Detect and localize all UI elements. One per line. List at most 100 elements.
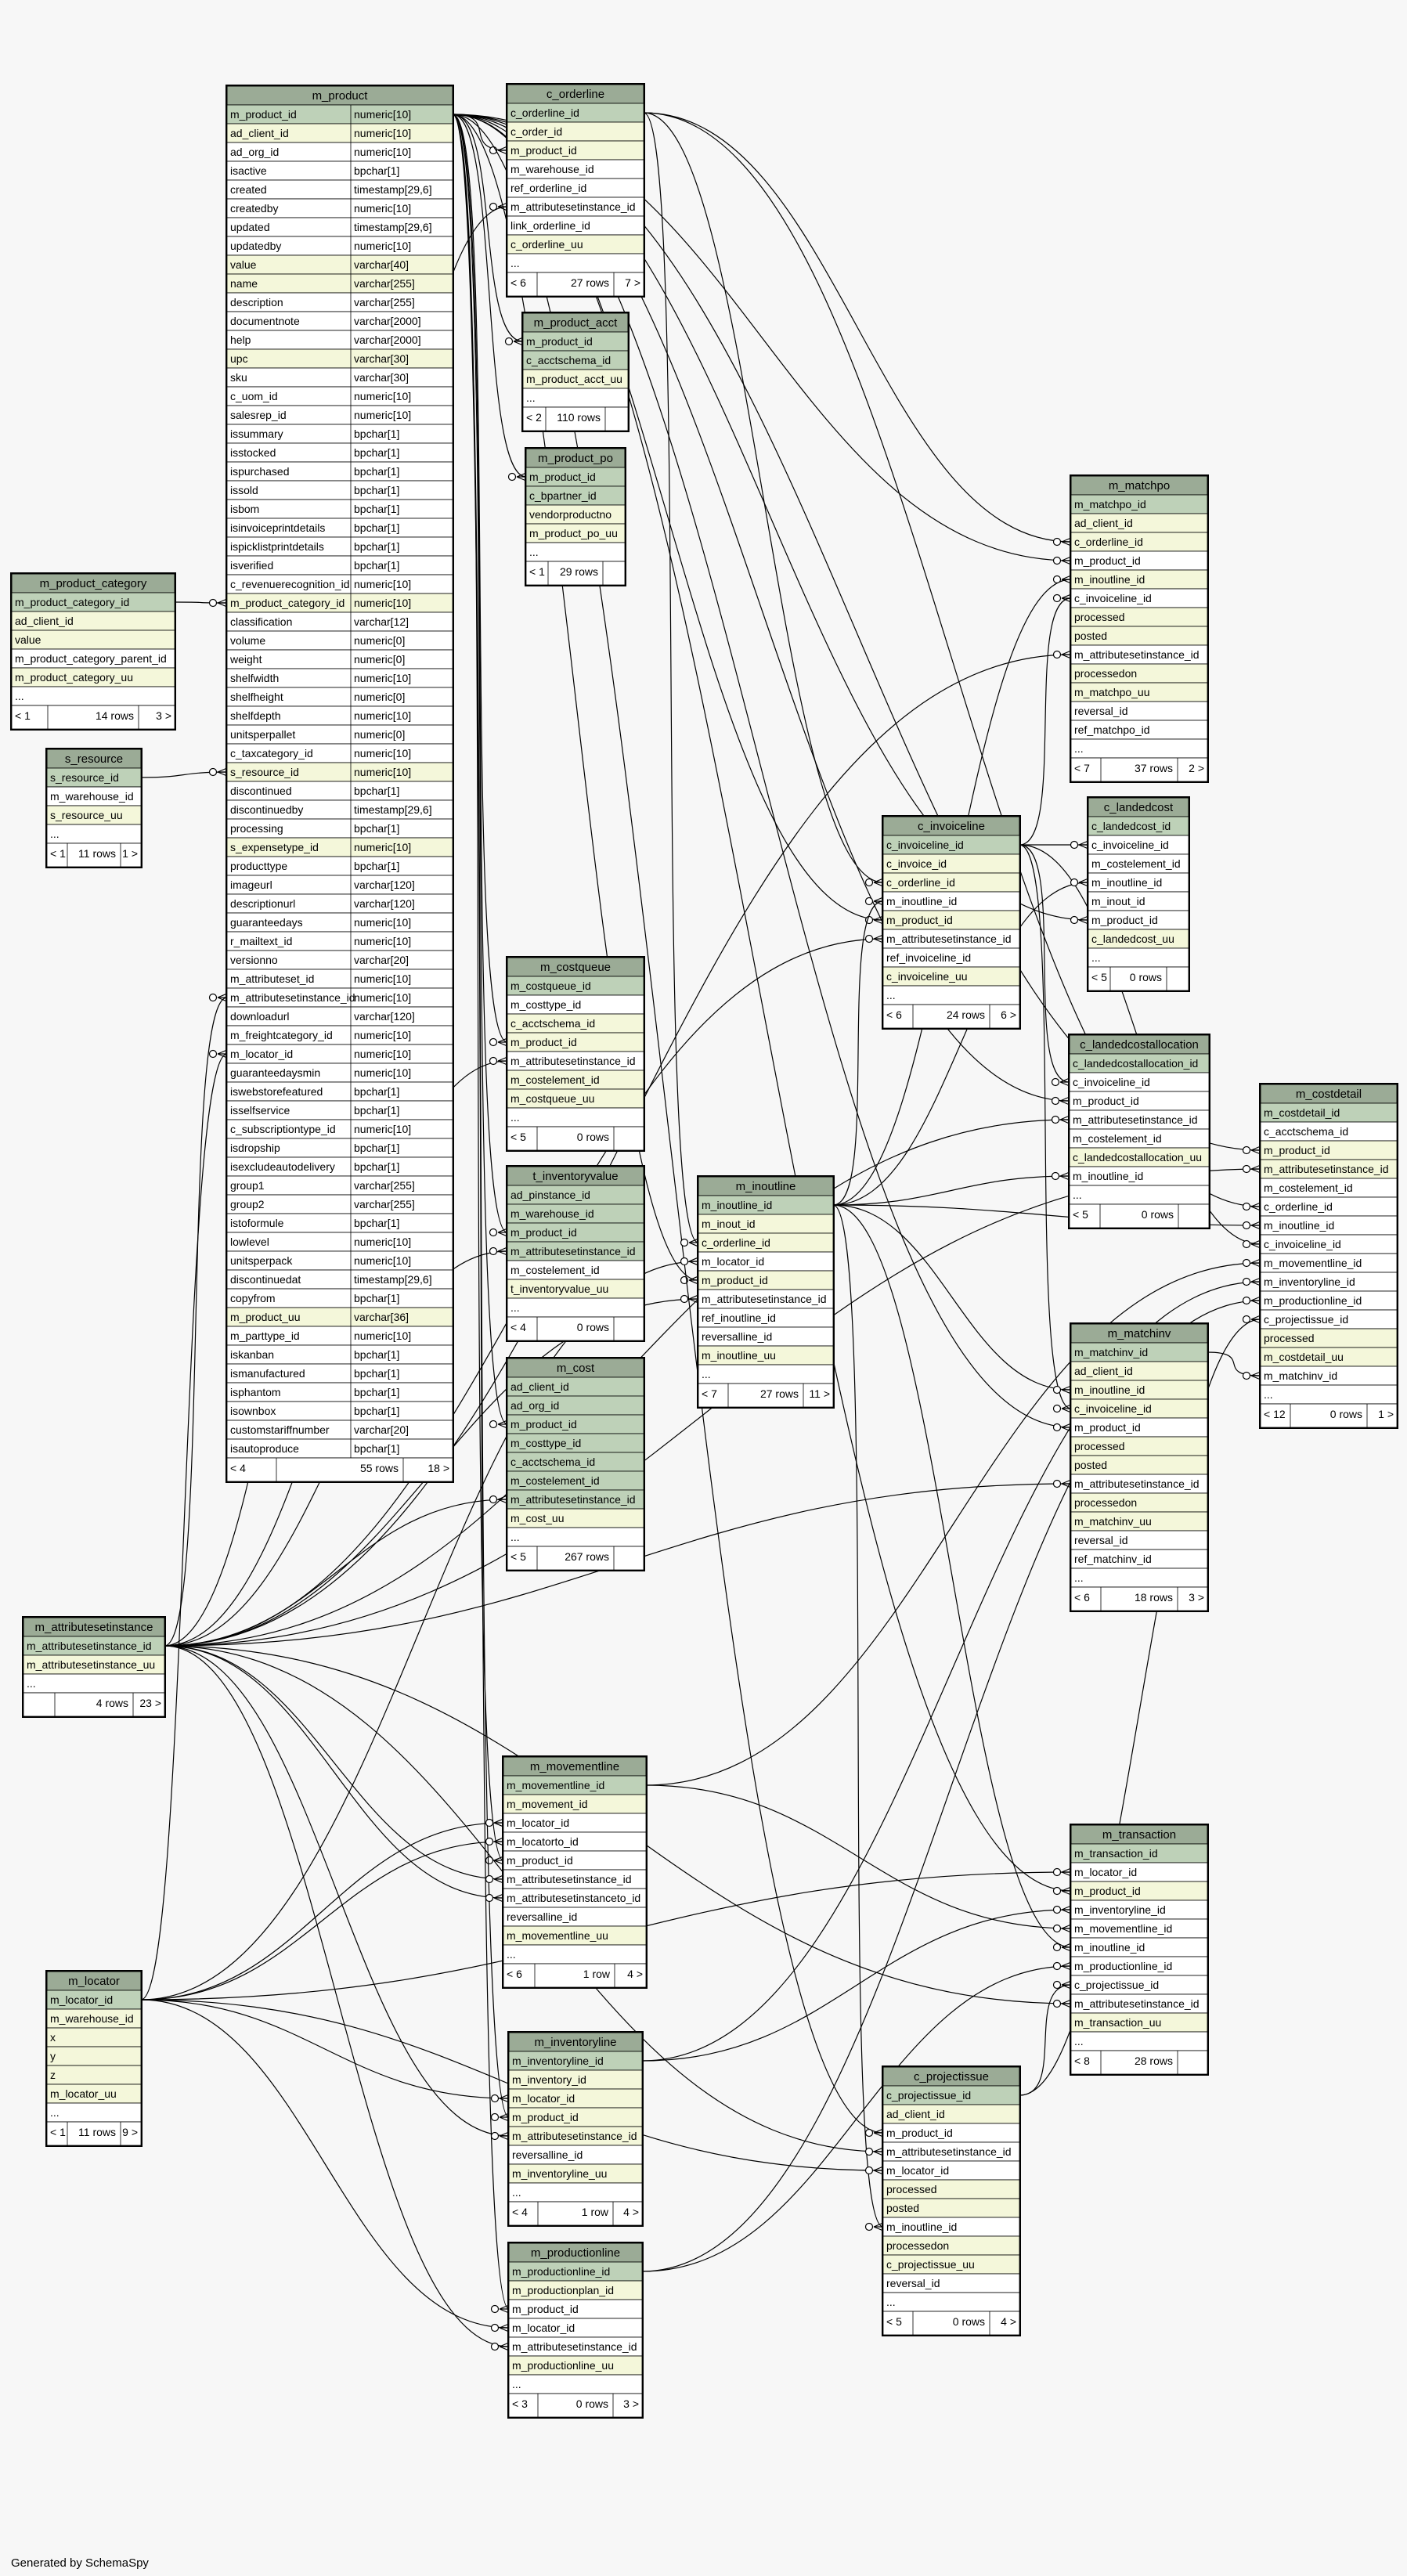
table-m-costdetail: m_costdetailm_costdetail_idc_acctschema_… xyxy=(1259,1083,1398,1429)
column-type: timestamp[29,6] xyxy=(354,803,432,816)
column-name: m_inoutline_id xyxy=(1074,573,1145,586)
column-type: timestamp[29,6] xyxy=(354,221,432,233)
column-name: value xyxy=(230,258,257,271)
column-row xyxy=(226,330,453,350)
column-row xyxy=(1260,1309,1398,1329)
optional-marker xyxy=(490,2112,500,2122)
table-header xyxy=(698,1176,834,1196)
parents-count: < 7 xyxy=(1074,762,1090,774)
relationship-edge xyxy=(645,1262,1261,1786)
table-title: m_product_category xyxy=(40,577,147,590)
column-name: m_attributesetinstanceto_id xyxy=(507,1892,640,1904)
column-name: help xyxy=(230,334,251,346)
column-name: m_inoutline_id xyxy=(1074,1384,1145,1396)
column-name: m_product_id xyxy=(510,1418,577,1431)
column-type: bpchar[1] xyxy=(354,1348,399,1361)
column-type: varchar[20] xyxy=(354,954,409,966)
parents-count: < 5 xyxy=(510,1131,526,1143)
optional-marker xyxy=(1070,878,1079,887)
column-row xyxy=(507,234,644,254)
table-footer xyxy=(882,1004,1020,1029)
column-row xyxy=(226,668,453,688)
column-type: varchar[255] xyxy=(354,1179,415,1192)
column-row xyxy=(226,386,453,406)
column-name: m_inventoryline_uu xyxy=(512,2167,607,2180)
row-count: 55 rows xyxy=(360,1462,399,1474)
children-count: 3 > xyxy=(1189,1591,1204,1604)
column-row xyxy=(1070,720,1208,740)
column-name: c_landedcostallocation_uu xyxy=(1073,1151,1202,1164)
column-name: shelfheight xyxy=(230,691,283,703)
column-name: c_invoiceline_id xyxy=(1074,592,1152,604)
table-header xyxy=(23,1617,165,1637)
relationship-edge xyxy=(832,900,884,1206)
column-name: name xyxy=(230,277,258,290)
optional-marker xyxy=(1052,1479,1062,1488)
parents-count: < 5 xyxy=(510,1550,526,1563)
column-name: m_matchpo_id xyxy=(1074,498,1146,511)
column-row xyxy=(226,198,453,218)
column-name: m_warehouse_id xyxy=(510,163,594,175)
column-type: bpchar[1] xyxy=(354,1292,399,1304)
column-name: m_attributesetinstance_id xyxy=(512,2130,637,2142)
column-name: isbom xyxy=(230,503,259,515)
column-row xyxy=(882,2085,1020,2105)
column-type: varchar[20] xyxy=(354,1423,409,1436)
column-row xyxy=(226,1382,453,1402)
column-row xyxy=(1070,1342,1208,1362)
relationship-edge xyxy=(140,1053,228,2001)
column-name: m_productionline_id xyxy=(1264,1294,1362,1307)
column-type: numeric[10] xyxy=(354,240,411,252)
table-title: m_product_acct xyxy=(534,316,619,330)
column-row xyxy=(508,2299,643,2319)
optional-marker xyxy=(208,993,218,1002)
column-row xyxy=(503,1813,647,1833)
column-name: m_product_id xyxy=(1074,1421,1141,1434)
column-name: isinvoiceprintdetails xyxy=(230,521,325,534)
column-row xyxy=(503,1888,647,1908)
table-title: c_landedcostallocation xyxy=(1080,1038,1199,1052)
table-header xyxy=(1070,1323,1208,1344)
optional-marker xyxy=(864,897,874,906)
column-row xyxy=(507,253,644,273)
column-row xyxy=(507,1452,644,1472)
column-type: numeric[10] xyxy=(354,578,411,590)
column-name: m_product_category_uu xyxy=(15,671,133,684)
column-row xyxy=(46,2065,142,2085)
column-name: m_product_id xyxy=(507,1854,573,1867)
column-row xyxy=(46,2008,142,2029)
table-m-movementline: m_movementlinem_movementline_idm_movemen… xyxy=(502,1755,648,1989)
optional-marker xyxy=(485,1893,494,1903)
column-name: m_attributesetinstance_id xyxy=(512,2340,637,2353)
optional-marker xyxy=(1051,1171,1060,1181)
table-t-inventoryvalue: t_inventoryvaluead_pinstance_idm_warehou… xyxy=(506,1165,645,1342)
column-row xyxy=(1070,626,1208,646)
column-row xyxy=(1070,1956,1208,1976)
column-row xyxy=(226,217,453,237)
column-row xyxy=(507,215,644,236)
relationship-edge xyxy=(140,1841,504,2001)
column-row xyxy=(1070,494,1208,514)
column-name: ... xyxy=(512,2186,521,2199)
table-footer xyxy=(507,1316,644,1341)
column-row xyxy=(226,424,453,444)
table-title: s_resource xyxy=(65,752,123,766)
column-name: m_matchinv_uu xyxy=(1074,1515,1152,1528)
column-name: m_inventoryline_id xyxy=(1264,1275,1355,1288)
column-name: c_projectissue_id xyxy=(1074,1979,1159,1991)
column-name: discontinuedat xyxy=(230,1273,301,1286)
table-title: m_inoutline xyxy=(736,1180,796,1193)
column-name: createdby xyxy=(230,202,278,215)
relationship-edge xyxy=(645,1784,1072,1929)
column-name: ... xyxy=(1091,951,1101,964)
column-row xyxy=(525,485,626,506)
children-count: 9 > xyxy=(122,2126,138,2138)
column-row xyxy=(1070,663,1208,684)
column-name: reversalline_id xyxy=(702,1330,772,1343)
column-name: value xyxy=(15,633,41,646)
relationship-edge xyxy=(452,114,524,342)
column-row xyxy=(1070,550,1208,571)
column-name: c_revenuerecognition_id xyxy=(230,578,350,590)
optional-marker xyxy=(1052,1867,1062,1877)
